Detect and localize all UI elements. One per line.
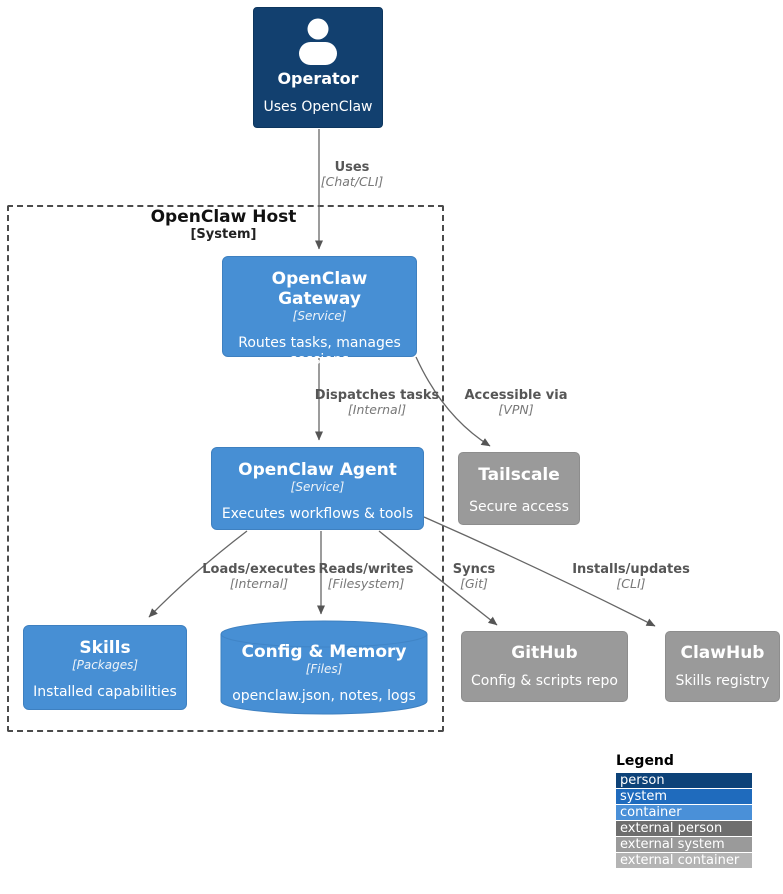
- edge-label-text: Syncs: [452, 562, 496, 577]
- edge-label-reads-writes: Reads/writes [Filesystem]: [318, 562, 413, 591]
- edge-label-text: Installs/updates: [572, 562, 690, 577]
- node-title: Skills: [79, 638, 131, 658]
- node-description: Uses OpenClaw: [263, 99, 373, 115]
- node-description: Routes tasks, manages sessions: [238, 335, 401, 368]
- cylinder-shape-icon: [220, 620, 428, 715]
- node-type: [Files]: [305, 662, 343, 676]
- node-title: GitHub: [511, 643, 578, 663]
- legend-item-external-container: external container: [616, 853, 752, 868]
- node-openclaw-gateway: OpenClaw Gateway [Service] Routes tasks,…: [222, 256, 417, 368]
- node-operator: Operator Uses OpenClaw: [253, 7, 383, 128]
- node-description: Config & scripts repo: [470, 673, 618, 689]
- edge-label-dispatches-tasks: Dispatches tasks [Internal]: [315, 388, 439, 417]
- edge-technology-text: [Internal]: [347, 402, 407, 417]
- node-type: [Packages]: [71, 658, 139, 672]
- node-config-memory: Config & Memory [Files] openclaw.json, n…: [220, 620, 428, 715]
- legend-item-external-person: external person: [616, 821, 752, 836]
- edge-technology-text: [Filesystem]: [327, 576, 405, 591]
- node-skills: Skills [Packages] Installed capabilities: [23, 625, 187, 710]
- legend-title: Legend: [616, 753, 674, 769]
- node-description: Skills registry: [675, 673, 770, 689]
- edge-label-installs-updates: Installs/updates [CLI]: [572, 562, 690, 591]
- edge-label-accessible-via: Accessible via [VPN]: [464, 388, 567, 417]
- node-type: [Service]: [292, 309, 347, 323]
- edge-technology-text: [CLI]: [616, 576, 646, 591]
- node-title: ClawHub: [680, 643, 765, 663]
- edge-label-syncs: Syncs [Git]: [453, 562, 496, 591]
- edge-technology-text: [VPN]: [498, 402, 534, 417]
- legend-item-system: system: [616, 789, 752, 804]
- edge-label-text: Uses: [334, 160, 370, 175]
- node-title: OpenClaw Gateway: [271, 269, 368, 309]
- edge-label-loads-executes: Loads/executes [Internal]: [202, 562, 316, 591]
- boundary-header: OpenClaw Host [System]: [7, 207, 440, 243]
- boundary-subtitle: [System]: [190, 227, 257, 242]
- boundary-title: OpenClaw Host: [150, 207, 297, 227]
- node-title: Config & Memory: [241, 642, 407, 662]
- node-description: Executes workflows & tools: [221, 506, 414, 522]
- edge-technology-text: [Chat/CLI]: [320, 174, 384, 189]
- node-github: GitHub Config & scripts repo: [461, 631, 628, 702]
- node-description: openclaw.json, notes, logs: [232, 688, 416, 704]
- boundary-openclaw-host: [7, 205, 444, 732]
- edge-label-text: Reads/writes: [318, 562, 414, 577]
- legend-item-container: container: [616, 805, 752, 820]
- node-title: Operator: [277, 69, 359, 88]
- node-type: [Service]: [290, 480, 345, 494]
- node-openclaw-agent: OpenClaw Agent [Service] Executes workfl…: [211, 447, 424, 530]
- edge-technology-text: [Git]: [460, 576, 488, 591]
- node-description: Secure access: [469, 499, 569, 515]
- edge-technology-text: [Internal]: [229, 576, 289, 591]
- node-title: Tailscale: [478, 465, 560, 485]
- legend-item-external-system: external system: [616, 837, 752, 852]
- node-description: Installed capabilities: [33, 684, 177, 700]
- edge-label-text: Dispatches tasks: [314, 388, 440, 403]
- edge-label-uses: Uses [Chat/CLI]: [321, 160, 384, 189]
- node-clawhub: ClawHub Skills registry: [665, 631, 780, 702]
- node-tailscale: Tailscale Secure access: [458, 452, 580, 525]
- edge-label-text: Accessible via: [464, 388, 568, 403]
- legend: Legend person system container external …: [616, 753, 756, 869]
- node-title: OpenClaw Agent: [238, 460, 397, 480]
- legend-item-person: person: [616, 773, 752, 788]
- person-icon: [299, 18, 337, 65]
- edge-label-text: Loads/executes: [202, 562, 316, 577]
